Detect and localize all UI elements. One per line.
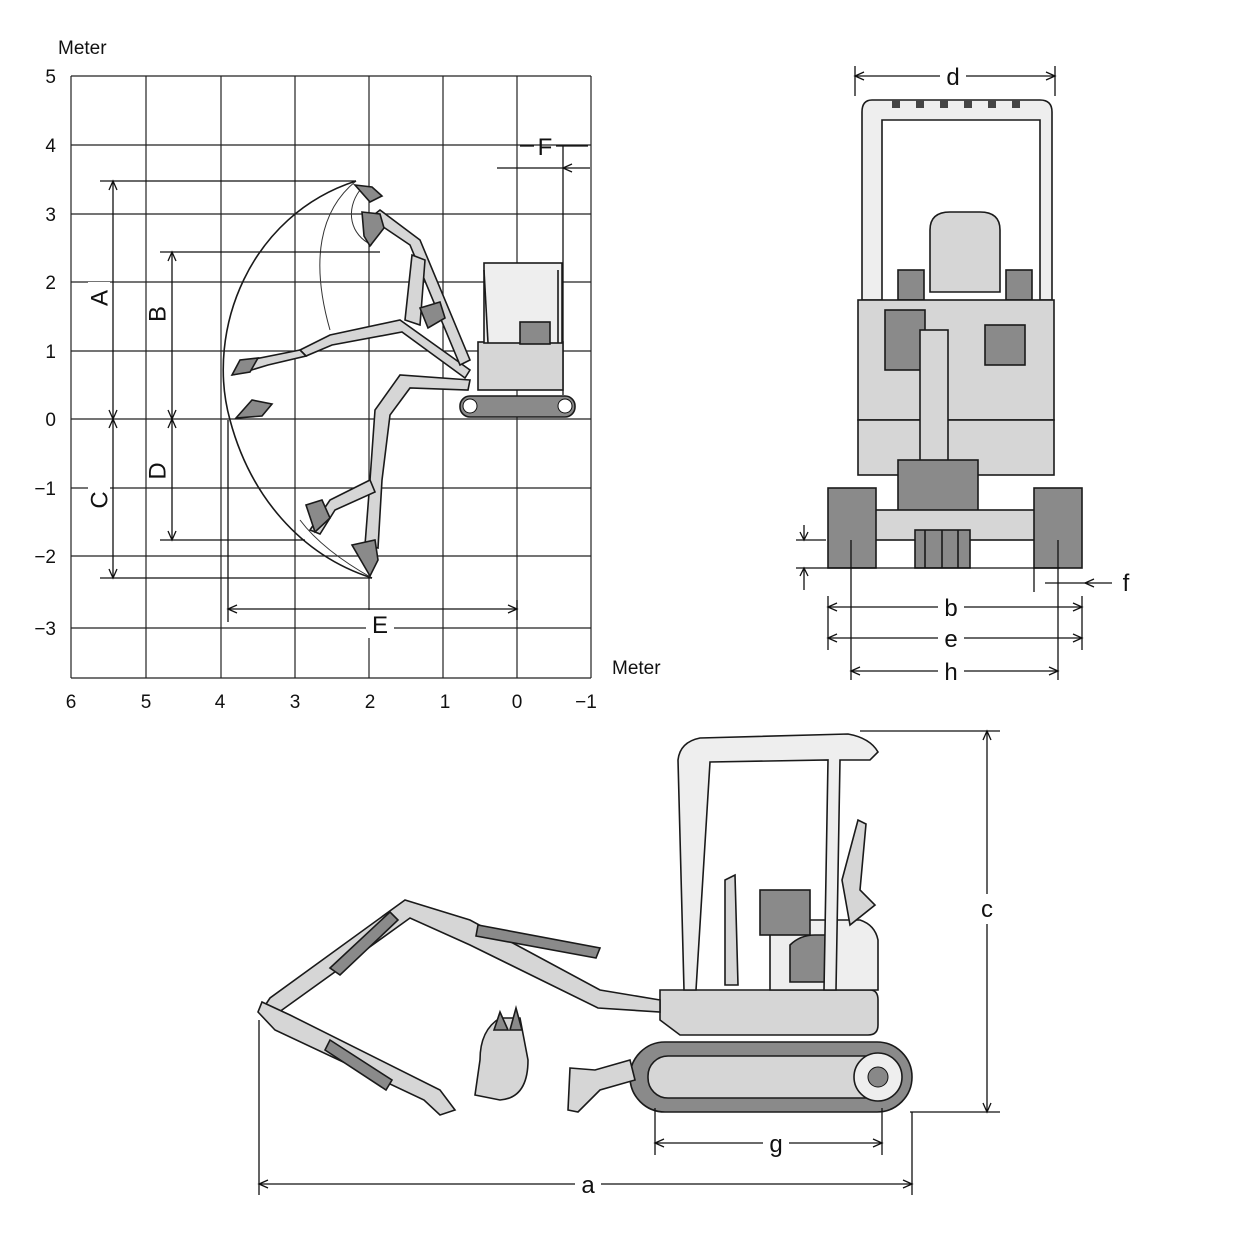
x-tick-label: 2 xyxy=(365,692,376,713)
y-tick-labels: 5 4 3 2 1 0 −1 −2 −3 xyxy=(34,67,56,640)
working-range-chart: Meter Meter 5 4 3 2 1 0 −1 −2 −3 6 5 4 3… xyxy=(34,38,661,713)
front-view: d f b xyxy=(796,62,1130,686)
dimension-label-d: d xyxy=(946,64,959,91)
dimension-D: D xyxy=(144,455,305,541)
y-tick-label: 0 xyxy=(45,410,56,431)
x-tick-labels: 6 5 4 3 2 1 0 −1 xyxy=(66,692,597,713)
x-axis-unit-label: Meter xyxy=(612,658,661,679)
dimension-C: C xyxy=(86,484,372,579)
y-tick-label: −2 xyxy=(34,547,56,568)
x-tick-label: 4 xyxy=(215,692,226,713)
x-tick-label: 5 xyxy=(141,692,152,713)
dimension-c: c xyxy=(860,729,1001,1114)
dimension-g: g xyxy=(653,1108,884,1158)
y-axis-unit-label: Meter xyxy=(58,38,107,59)
dimension-label-C: C xyxy=(86,491,113,508)
x-tick-label: 1 xyxy=(440,692,451,713)
dimension-label-A: A xyxy=(86,290,113,306)
dimension-e: e xyxy=(826,624,1084,653)
x-tick-label: −1 xyxy=(575,692,597,713)
dimension-E: E xyxy=(226,420,519,639)
dimension-B: B xyxy=(144,250,380,542)
x-tick-label: 3 xyxy=(290,692,301,713)
dimension-d: d xyxy=(853,62,1057,96)
dimension-label-f: f xyxy=(1123,570,1130,597)
y-tick-label: 1 xyxy=(45,342,56,363)
dimension-label-b: b xyxy=(944,595,957,622)
y-tick-label: 3 xyxy=(45,205,56,226)
dimension-label-g: g xyxy=(769,1131,782,1158)
y-tick-label: −1 xyxy=(34,479,56,500)
y-tick-label: 4 xyxy=(45,136,56,157)
dimension-label-B: B xyxy=(144,306,171,322)
dimension-label-a: a xyxy=(581,1172,595,1199)
reach-envelope xyxy=(222,180,373,579)
ground-clearance-dimension xyxy=(796,525,1060,590)
canopy-top-details xyxy=(892,100,1020,108)
dimension-label-e: e xyxy=(944,626,957,653)
dimension-label-D: D xyxy=(144,462,171,479)
dimension-a: a xyxy=(257,1020,914,1199)
dimension-h: h xyxy=(849,540,1060,686)
side-view: c g a xyxy=(257,729,1001,1199)
y-tick-label: 2 xyxy=(45,273,56,294)
dimension-f: f xyxy=(1033,568,1130,597)
dimension-label-h: h xyxy=(944,659,957,686)
y-tick-label: 5 xyxy=(45,67,56,88)
x-tick-label: 6 xyxy=(66,692,77,713)
dimension-label-c: c xyxy=(981,896,993,923)
x-tick-label: 0 xyxy=(512,692,523,713)
dimension-A: A xyxy=(86,179,356,580)
dimension-b: b xyxy=(826,593,1084,650)
y-tick-label: −3 xyxy=(34,619,56,640)
dimension-label-F: F xyxy=(538,134,553,161)
dimension-label-E: E xyxy=(372,612,388,639)
range-chart-excavator xyxy=(230,183,576,578)
